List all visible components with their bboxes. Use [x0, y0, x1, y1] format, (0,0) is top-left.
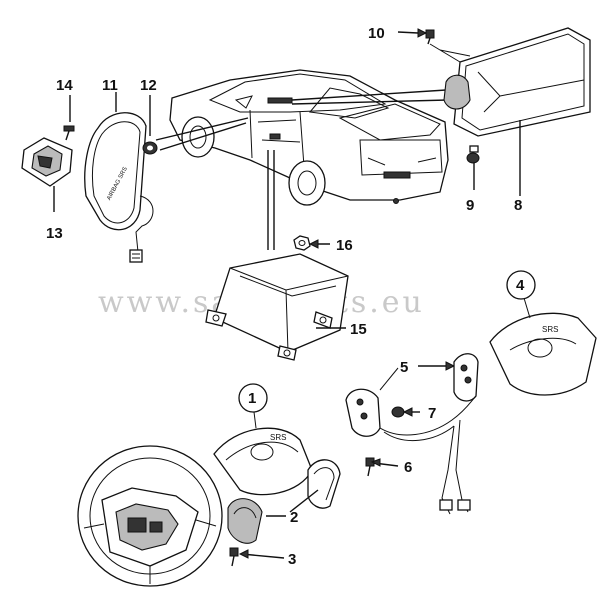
horn-pad-srs-marking: SRS: [542, 325, 558, 334]
steering-wheel: [77, 445, 223, 587]
part-8-passenger-airbag: [429, 27, 591, 196]
callout-9: 9: [466, 197, 474, 214]
part-11-side-airbag: AIRBAG SRS: [84, 92, 154, 263]
part-13-sensor: [21, 137, 73, 212]
part-1-horn-cover: SRS: [213, 411, 313, 496]
callout-labels: 14 11 12 13 10 9 8 16 15 5 7 6 2 3 1 4: [46, 25, 536, 568]
car-leader-lines: [155, 89, 449, 250]
part-14-screw: [63, 95, 75, 141]
part-6-screw: [365, 457, 399, 477]
part-5-switch-assembly: [345, 353, 479, 515]
part-9-nut: [466, 152, 480, 164]
callout-11: 11: [102, 77, 118, 94]
part-4-horn-pad: SRS: [489, 297, 597, 396]
callout-6: 6: [404, 459, 412, 476]
part-16-nut: [293, 235, 330, 251]
callout-3: 3: [288, 551, 296, 568]
callout-2: 2: [290, 509, 298, 526]
callout-12: 12: [140, 77, 157, 94]
callout-5: 5: [400, 359, 408, 376]
callout-4-circled: 4: [506, 270, 536, 300]
callout-1: 1: [248, 390, 256, 407]
callout-8: 8: [514, 197, 522, 214]
part-10-screw: [397, 28, 435, 45]
callout-1-circled: 1: [238, 383, 268, 413]
callout-7: 7: [428, 405, 436, 422]
part-15-control-module: [205, 253, 349, 361]
horn-cover-srs-marking: SRS: [270, 433, 286, 442]
part-3-screw: [229, 547, 285, 567]
callout-16: 16: [336, 237, 353, 254]
callout-15: 15: [350, 321, 367, 338]
callout-4: 4: [516, 277, 525, 294]
callout-13: 13: [46, 225, 63, 242]
part-7-nut: [391, 406, 420, 418]
callout-14: 14: [56, 77, 73, 94]
part-12-nut: [142, 95, 158, 155]
car-illustration: [169, 69, 449, 206]
part-2-switch-covers: [227, 459, 341, 544]
callout-10: 10: [368, 25, 385, 42]
